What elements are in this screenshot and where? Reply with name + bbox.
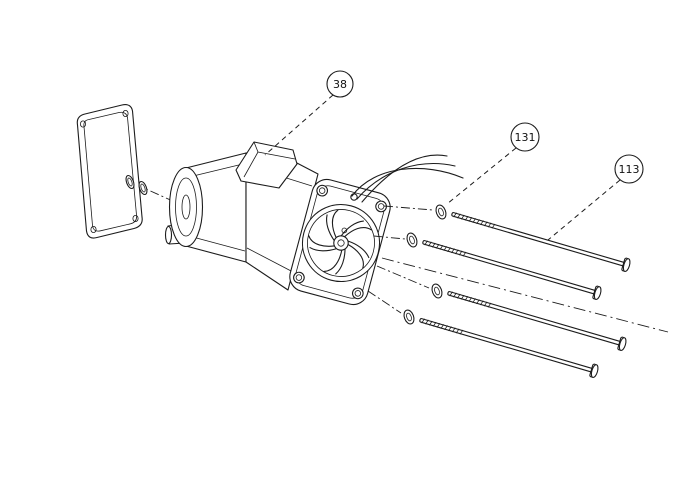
callout-38-label: 38 <box>333 78 347 91</box>
flange-bolt-hole <box>293 271 305 284</box>
flange-bolt-hole <box>375 200 387 213</box>
callout-38[interactable]: 38 <box>264 70 354 156</box>
callout-113-label: 113 <box>619 163 640 176</box>
motor-rear-housing <box>168 152 248 263</box>
bolt <box>420 235 603 301</box>
fan-impeller <box>301 203 381 283</box>
motor-top-bracket <box>235 141 298 189</box>
gasket-plate <box>76 104 143 239</box>
gasket-hole-top-left <box>80 120 87 128</box>
fan-hub <box>333 235 349 251</box>
wire-grommet <box>350 193 358 201</box>
flange-bolt-hole <box>351 287 364 300</box>
callout-113[interactable]: 113 <box>547 154 644 241</box>
callout-38-bubble[interactable] <box>326 70 354 98</box>
alignment-lines <box>367 205 669 333</box>
washer <box>401 308 417 326</box>
washer <box>429 282 445 300</box>
bolts <box>417 207 632 379</box>
washer <box>404 231 420 249</box>
callout-113-leader <box>547 179 621 241</box>
callout-131-bubble[interactable] <box>510 122 540 152</box>
callout-131-leader <box>446 147 517 205</box>
washers <box>401 203 449 326</box>
bolt <box>417 313 600 379</box>
callout-38-leader <box>264 94 334 156</box>
callout-113-bubble[interactable] <box>614 154 644 184</box>
gasket-hole-top-right <box>122 110 129 118</box>
gasket-hole-bottom-left <box>90 225 97 233</box>
motor-assembly <box>164 141 464 306</box>
washer <box>433 203 449 221</box>
gasket-hole-bottom-right <box>132 214 139 222</box>
motor-wires <box>350 154 464 203</box>
flange-bolt-hole <box>316 184 329 197</box>
callout-131[interactable]: 131 <box>446 122 540 205</box>
callout-131-label: 131 <box>515 131 536 144</box>
bolt <box>449 207 632 273</box>
